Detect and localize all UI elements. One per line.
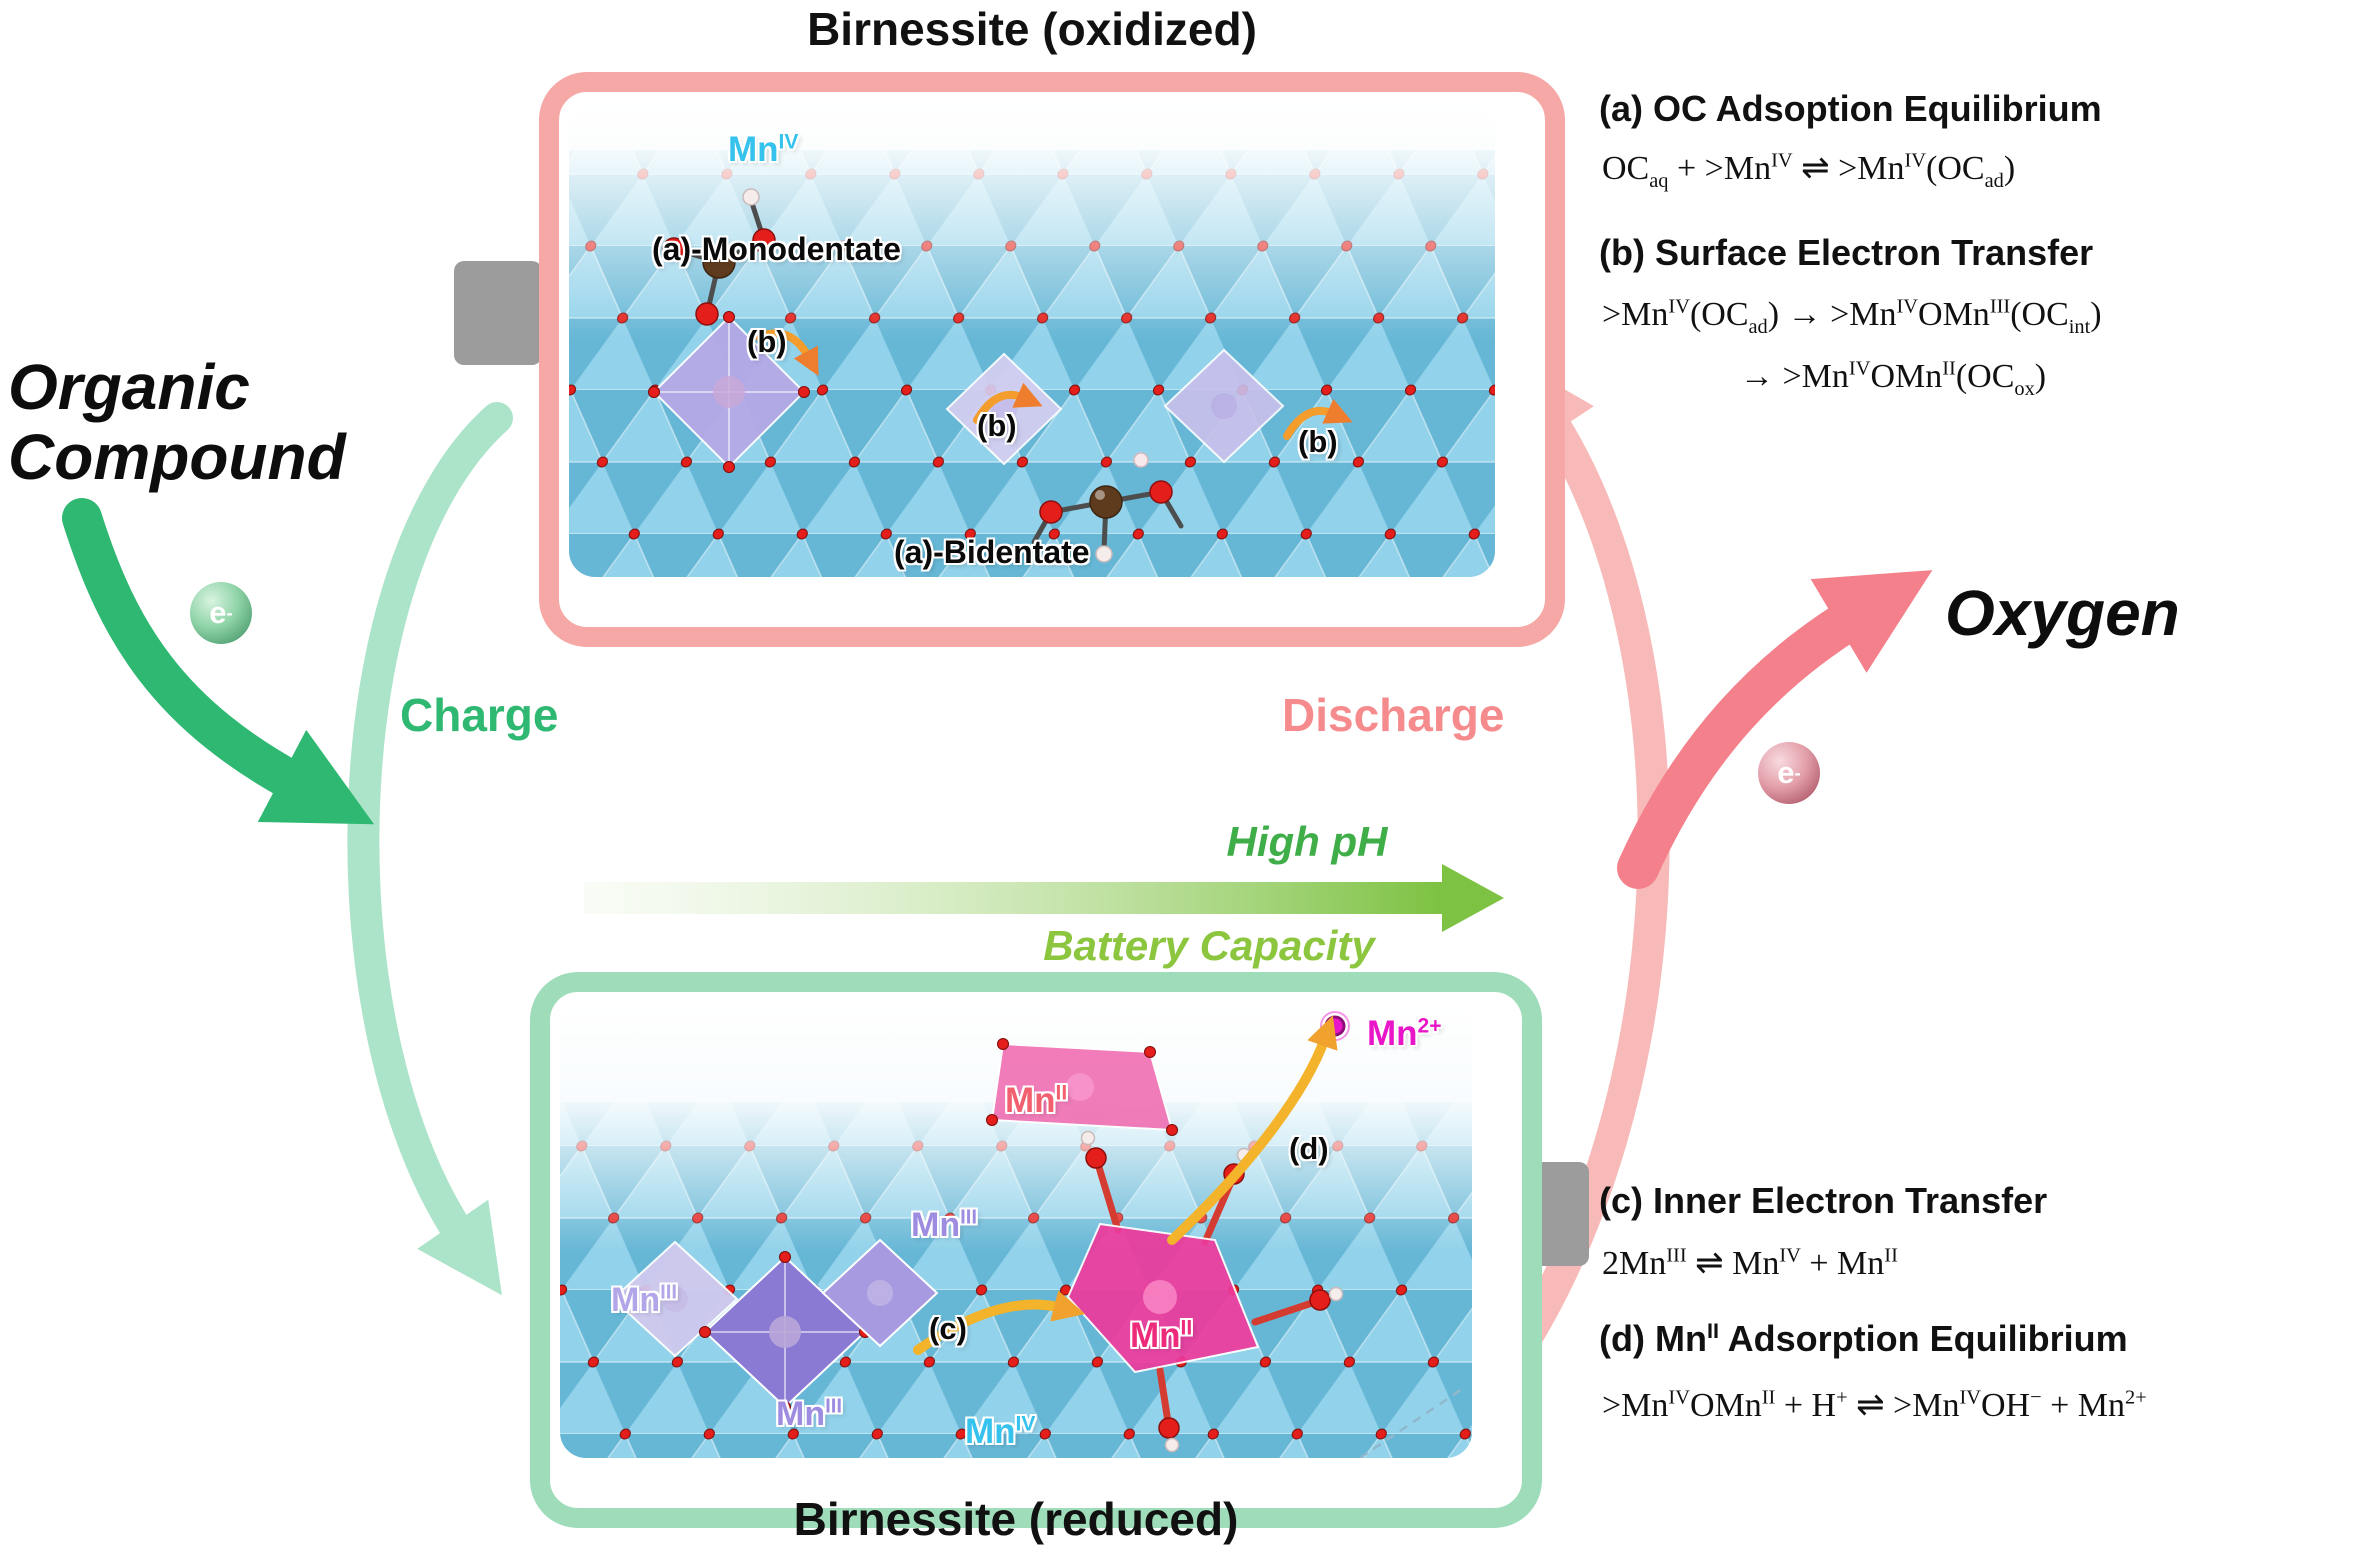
electron-sphere-charge: e- [190,582,252,644]
oxidized-lavender-octahedron-right [1163,348,1285,464]
high-ph-label: High pH [1226,818,1388,865]
b-label-2: (b) [977,408,1017,443]
reaction-b-heading: (b) Surface Electron Transfer [1599,232,2094,273]
reaction-b-equation-line2: → >MnIVOMnII(OCox) [1740,357,2047,400]
b-label-3: (b) [1298,424,1338,459]
electron-sphere-discharge: e- [1758,742,1820,804]
organic-compound-line1: Organic [8,351,250,423]
birnessite-reduced-panel: MnII Mn2+ (d) MnIII MnIII (c) MnII MnIII… [530,972,1542,1528]
title-birnessite-reduced: Birnessite (reduced) [793,1493,1239,1545]
battery-capacity-label: Battery Capacity [1043,922,1375,969]
oxidized-structure-image [569,102,1495,577]
mn3-left-label: MnIII [611,1281,678,1319]
organic-compound-input-arrow [62,498,375,825]
mn2-floating-label: MnII [1005,1081,1068,1120]
desorption-arrow-d [1167,1015,1338,1245]
reaction-d-equation: >MnIVOMnII + H+ ⇌ >MnIVOH− + Mn2+ [1602,1386,2147,1424]
mn3-octahedron-upper [821,1238,939,1348]
surface-transfer-arrow-1 [755,329,819,377]
title-birnessite-oxidized: Birnessite (oxidized) [807,3,1257,55]
organic-compound-label: Organic Compound [8,352,346,493]
monodentate-organic-molecule [662,188,776,326]
b-label-1: (b) [747,324,787,359]
oxidized-purple-octahedron [648,311,810,473]
mn2-lattice-label: MnII [1130,1316,1193,1355]
reaction-a-equation: OCaq + >MnIV ⇌ >MnIV(OCad) [1602,149,2016,192]
mn4-label-oxidized: MnIV [728,130,799,169]
mn4-label-reduced: MnIV [965,1412,1036,1451]
electrode-tab-left [454,261,542,365]
bidentate-label: (a)-Bidentate [894,534,1090,570]
birnessite-oxidized-panel: MnIV (a)-Monodentate (b) (b) (b) (a)-Bid… [539,72,1565,647]
charge-cycle-arrow [347,402,513,1296]
mn3-upper-label: MnIII [911,1206,978,1244]
mn3-lower-label: MnIII [776,1395,843,1433]
charge-label: Charge [400,689,559,741]
c-label: (c) [929,1311,967,1346]
oxygen-output-arrow [1617,570,1933,889]
oxygen-label: Oxygen [1945,577,2180,649]
reduced-structure-image [560,1002,1472,1458]
bidentate-organic-molecule [1031,452,1184,563]
organic-compound-line2: Compound [8,421,346,494]
reaction-c-equation: 2MnIII ⇌ MnIV + MnII [1602,1244,1898,1282]
mn2-lattice-octahedron [1066,1130,1344,1453]
surface-transfer-arrow-2 [973,382,1043,424]
battery-capacity-axis-arrow [584,864,1504,932]
monodentate-label: (a)-Monodentate [652,231,901,267]
lattice-dashed-edge [1359,1385,1466,1458]
reaction-d-heading: (d) MnII Adsorption Equilibrium [1599,1318,2128,1359]
reaction-b-equation-line1: >MnIV(OCad) → >MnIVOMnIII(OCint) [1602,295,2102,338]
mn2-floating-octahedron [986,1038,1178,1136]
mn2-plus-label: Mn2+ [1367,1014,1442,1053]
inner-transfer-arrow-c [913,1290,1086,1355]
reaction-c-heading: (c) Inner Electron Transfer [1599,1180,2048,1221]
reaction-a-heading: (a) OC Adsoption Equilibrium [1599,88,2102,129]
surface-transfer-arrow-3 [1283,398,1353,440]
discharge-label: Discharge [1282,689,1505,741]
d-label: (d) [1289,1131,1329,1166]
